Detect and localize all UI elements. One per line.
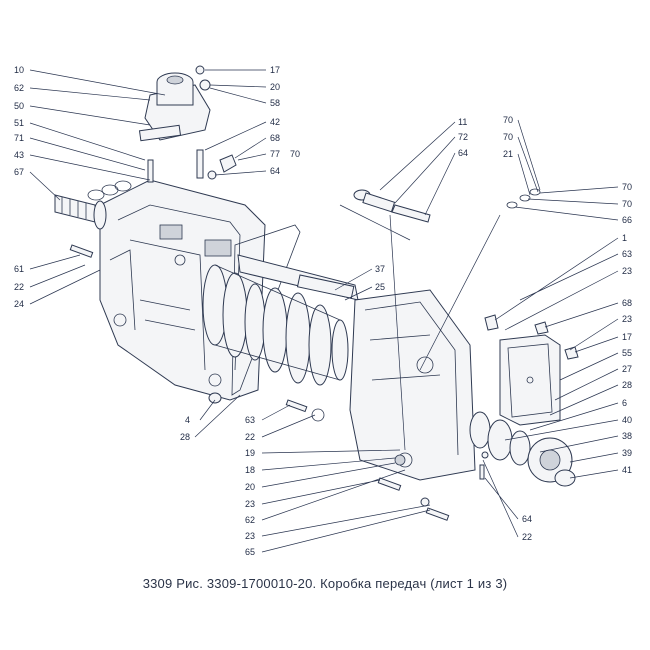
callout-label: 70 <box>290 149 300 159</box>
callout-label: 23 <box>622 266 632 276</box>
callout-label: 58 <box>270 98 280 108</box>
callout-label: 40 <box>622 415 632 425</box>
callout-label: 62 <box>14 83 24 93</box>
callout-label: 71 <box>14 133 24 143</box>
callout-label: 64 <box>522 514 532 524</box>
callouts-shift: 11 72 64 <box>379 117 468 216</box>
callouts-right-top: 70 70 21 70 70 66 <box>503 115 632 225</box>
callout-label: 63 <box>622 249 632 259</box>
callout-label: 23 <box>622 314 632 324</box>
callout-label: 22 <box>14 282 24 292</box>
callout-label: 70 <box>503 115 513 125</box>
callouts-bottom-right: 64 22 <box>482 459 532 542</box>
dashed-lead-lines <box>419 214 501 371</box>
callout-label: 17 <box>622 332 632 342</box>
gear-train <box>202 254 359 386</box>
callout-label: 67 <box>14 167 24 177</box>
callout-label: 1 <box>622 233 627 243</box>
callout-label: 6 <box>622 398 627 408</box>
gearbox-main-housing <box>99 179 266 401</box>
callout-label: 10 <box>14 65 24 75</box>
callout-label: 66 <box>622 215 632 225</box>
callout-label: 51 <box>14 118 24 128</box>
callout-label: 17 <box>270 65 280 75</box>
callout-label: 20 <box>270 82 280 92</box>
callouts-top-center: 17 20 58 42 68 77 70 64 <box>204 65 300 176</box>
callout-label: 22 <box>522 532 532 542</box>
bottom-bolts <box>69 244 450 521</box>
top-cover-assembly <box>138 72 211 142</box>
callout-label: 70 <box>622 199 632 209</box>
rear-housing <box>349 289 476 481</box>
rear-cover-plate <box>499 334 561 426</box>
callout-label: 19 <box>245 448 255 458</box>
callout-label: 72 <box>458 132 468 142</box>
callout-label: 23 <box>245 499 255 509</box>
callout-label: 42 <box>270 117 280 127</box>
callout-label: 62 <box>245 515 255 525</box>
callout-label: 70 <box>503 132 513 142</box>
callout-label: 25 <box>375 282 385 292</box>
figure-caption: 3309 Рис. 3309-1700010-20. Коробка перед… <box>142 576 508 591</box>
callout-label: 41 <box>622 465 632 475</box>
callout-label: 64 <box>458 148 468 158</box>
callout-label: 55 <box>622 348 632 358</box>
callout-label: 61 <box>14 264 24 274</box>
callout-label: 4 <box>185 415 190 425</box>
callout-label: 64 <box>270 166 280 176</box>
callout-label: 18 <box>245 465 255 475</box>
callout-label: 22 <box>245 432 255 442</box>
callout-label: 20 <box>245 482 255 492</box>
callouts-left: 10 62 50 51 71 43 67 61 22 24 4 28 <box>14 65 241 442</box>
callout-label: 70 <box>622 182 632 192</box>
o-rings <box>87 180 132 201</box>
callout-label: 37 <box>375 264 385 274</box>
callout-label: 23 <box>245 531 255 541</box>
callouts-center: 37 25 63 22 19 18 20 23 62 23 65 <box>245 264 431 557</box>
callout-label: 11 <box>458 117 467 127</box>
callout-label: 43 <box>14 150 24 160</box>
callout-label: 21 <box>503 149 513 159</box>
callout-label: 50 <box>14 101 24 111</box>
callout-label: 28 <box>180 432 190 442</box>
callout-label: 65 <box>245 547 255 557</box>
callout-label: 27 <box>622 364 632 374</box>
callout-label: 39 <box>622 448 632 458</box>
shift-rod <box>339 189 431 451</box>
output-flange <box>469 411 576 487</box>
callout-label: 77 <box>270 149 280 159</box>
callout-label: 63 <box>245 415 255 425</box>
callout-label: 68 <box>622 298 632 308</box>
callout-label: 68 <box>270 133 280 143</box>
callout-label: 38 <box>622 431 632 441</box>
input-shaft <box>54 194 107 230</box>
right-small-parts <box>479 188 579 480</box>
callout-label: 28 <box>622 380 632 390</box>
callout-label: 24 <box>14 299 24 309</box>
callouts-right: 1 63 23 68 23 17 55 27 28 6 40 38 39 41 <box>494 233 632 479</box>
